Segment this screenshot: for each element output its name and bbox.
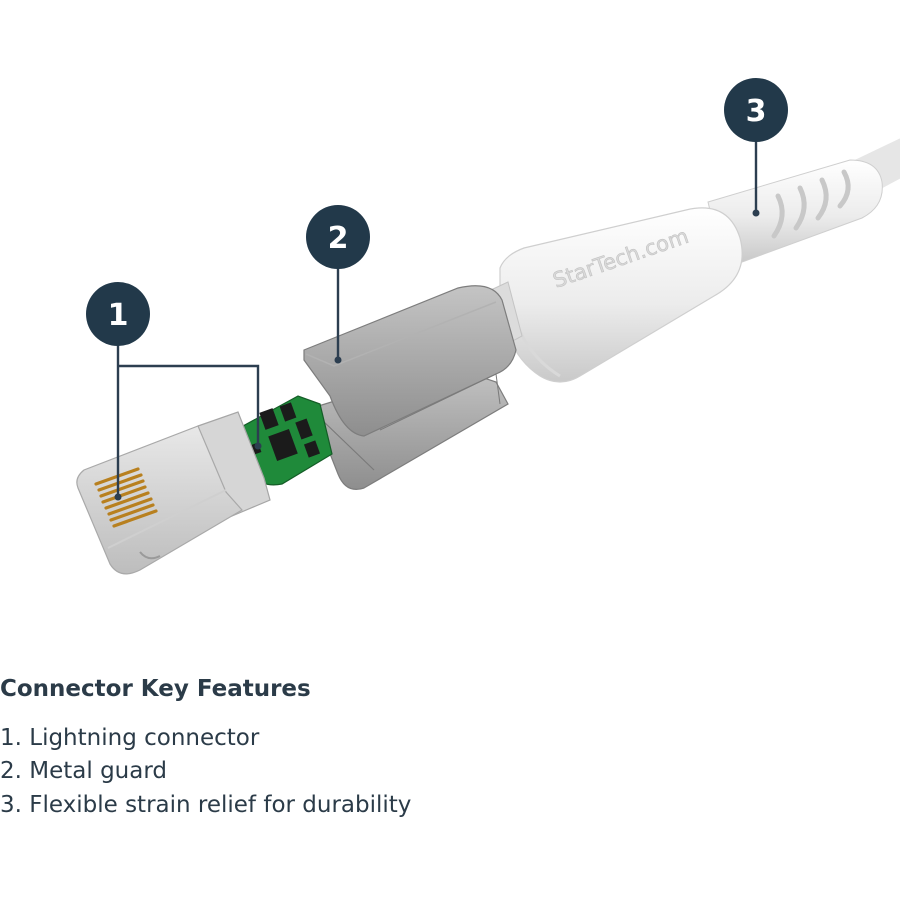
metal-guard bbox=[303, 285, 517, 490]
callout-number-1: 1 bbox=[108, 298, 129, 333]
callout-3: 3 bbox=[724, 78, 788, 142]
connector-illustration: StarTech.com bbox=[76, 78, 900, 575]
callout-leaders bbox=[116, 136, 758, 496]
legend-title: Connector Key Features bbox=[0, 676, 311, 702]
legend-item: 1. Lightning connector bbox=[0, 724, 260, 751]
legend-item: 2. Metal guard bbox=[0, 758, 167, 785]
guard-upper-shell bbox=[303, 285, 517, 437]
pcb-chips bbox=[248, 402, 321, 461]
legend-list: 1. Lightning connector 2. Metal guard 3.… bbox=[0, 722, 900, 823]
leader-line-1b bbox=[118, 364, 260, 444]
cable: StarTech.com bbox=[477, 138, 900, 383]
callout-number-2: 2 bbox=[328, 221, 349, 256]
leader-endpoints bbox=[114, 209, 760, 501]
callout-number-3: 3 bbox=[746, 94, 767, 129]
connector-pins bbox=[94, 467, 158, 528]
cable-boot bbox=[499, 207, 743, 383]
feature-legend: Connector Key Features 1. Lightning conn… bbox=[0, 676, 900, 822]
legend-item: 3. Flexible strain relief for durability bbox=[0, 791, 412, 818]
lightning-connector bbox=[76, 411, 271, 575]
callout-1: 1 bbox=[86, 282, 150, 346]
strain-relief-grooves bbox=[771, 169, 851, 239]
callout-2: 2 bbox=[306, 205, 370, 269]
